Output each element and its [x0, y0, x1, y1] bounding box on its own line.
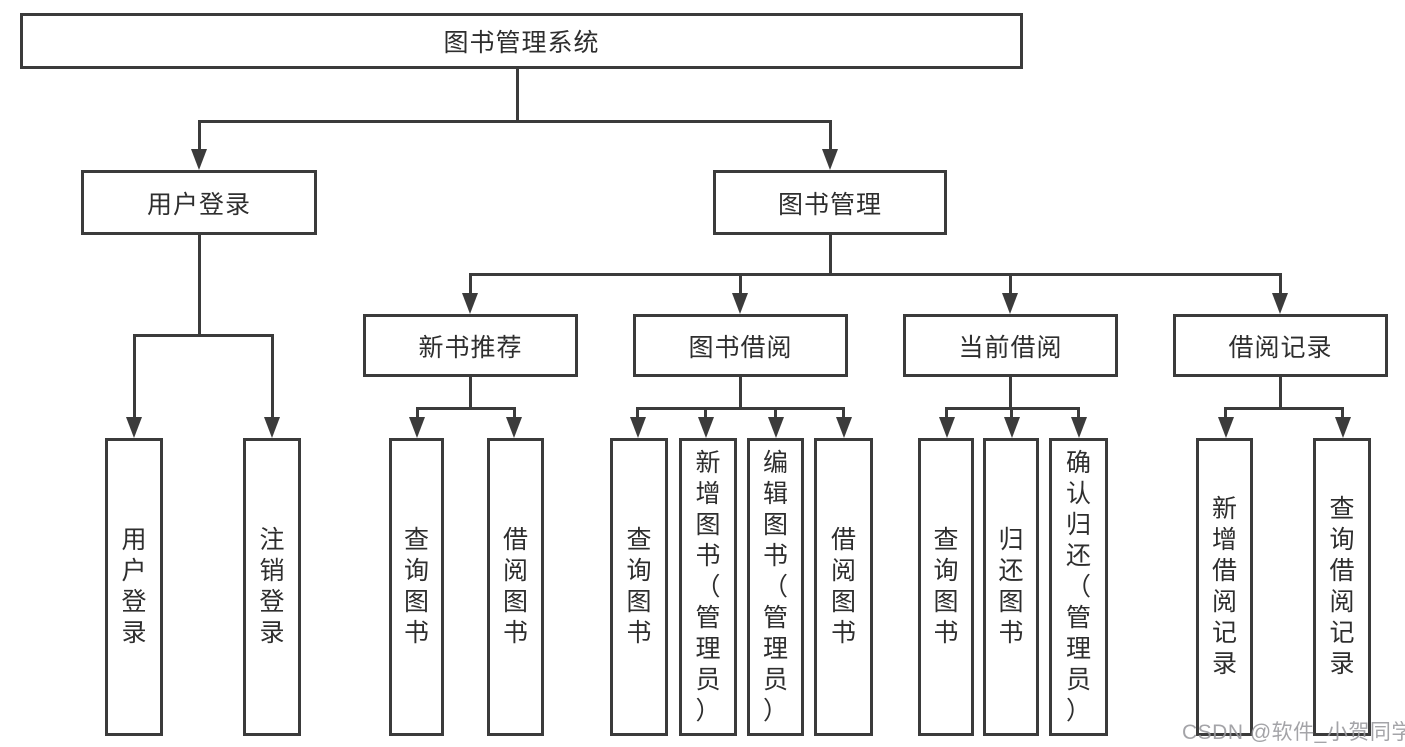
arrowhead-down [264, 417, 280, 438]
node-new-book-recommendation: 新书推荐 [363, 314, 578, 377]
leaf-query-books-current: 查询图书 [918, 438, 974, 736]
node-label: 新增图书（管理员） [695, 448, 721, 725]
connector-vline [1279, 273, 1282, 294]
node-book-management: 图书管理 [713, 170, 947, 235]
node-label: 查询图书 [403, 526, 429, 647]
node-label: 借阅图书 [830, 526, 856, 647]
arrowhead-down [939, 417, 955, 438]
node-user-login: 用户登录 [81, 170, 317, 235]
arrowhead-down [1002, 293, 1018, 314]
arrowhead-down [836, 417, 852, 438]
connector-vline [829, 235, 832, 273]
arrowhead-down [126, 417, 142, 438]
connector-vline [842, 407, 845, 419]
node-label: 注销登录 [259, 526, 285, 647]
connector-hline [416, 407, 515, 410]
arrowhead-down [506, 417, 522, 438]
connector-vline [513, 407, 516, 419]
connector-vline [469, 377, 472, 407]
node-book-borrowing: 图书借阅 [633, 314, 848, 377]
connector-vline [636, 407, 639, 419]
connector-vline [945, 407, 948, 419]
leaf-return-books: 归还图书 [983, 438, 1039, 736]
connector-hline [469, 273, 1282, 276]
leaf-borrow-books-recommend: 借阅图书 [487, 438, 544, 736]
node-label: 用户登录 [146, 190, 251, 219]
arrowhead-down [822, 149, 838, 170]
node-label: 查询借阅记录 [1329, 495, 1355, 678]
node-label: 图书管理 [777, 190, 882, 219]
node-label: 用户登录 [121, 526, 147, 647]
connector-vline [198, 235, 201, 334]
arrowhead-down [732, 293, 748, 314]
leaf-query-books-borrowing: 查询图书 [610, 438, 668, 736]
arrowhead-down [1272, 293, 1288, 314]
connector-vline [704, 407, 707, 419]
connector-vline [271, 334, 274, 418]
leaf-confirm-return-admin: 确认归还（管理员） [1049, 438, 1108, 736]
arrowhead-down [768, 417, 784, 438]
node-label: 新书推荐 [418, 333, 523, 362]
arrowhead-down [1071, 417, 1087, 438]
connector-vline [1279, 377, 1282, 407]
connector-vline [1009, 377, 1012, 407]
leaf-add-books-admin: 新增图书（管理员） [679, 438, 737, 736]
node-borrowing-records: 借阅记录 [1173, 314, 1388, 377]
node-label: 借阅记录 [1228, 333, 1333, 362]
leaf-user-login: 用户登录 [105, 438, 163, 736]
connector-vline [416, 407, 419, 419]
node-current-borrowing: 当前借阅 [903, 314, 1118, 377]
connector-vline [516, 69, 519, 120]
connector-vline [739, 377, 742, 407]
node-library-management-system: 图书管理系统 [20, 13, 1023, 69]
csdn-watermark: CSDN @软件_小贺同学 [1182, 721, 1405, 744]
connector-vline [739, 273, 742, 294]
connector-vline [774, 407, 777, 419]
connector-vline [198, 120, 201, 150]
node-label: 新增借阅记录 [1211, 495, 1237, 678]
leaf-borrow-books: 借阅图书 [814, 438, 873, 736]
arrowhead-down [1335, 417, 1351, 438]
connector-hline [1224, 407, 1343, 410]
leaf-edit-books-admin: 编辑图书（管理员） [747, 438, 804, 736]
connector-hline [133, 334, 274, 337]
node-label: 当前借阅 [958, 333, 1063, 362]
connector-vline [1224, 407, 1227, 419]
arrowhead-down [698, 417, 714, 438]
connector-hline [198, 120, 832, 123]
node-label: 查询图书 [626, 526, 652, 647]
node-label: 确认归还（管理员） [1065, 448, 1091, 725]
arrowhead-down [191, 149, 207, 170]
node-label: 借阅图书 [502, 526, 528, 647]
arrowhead-down [462, 293, 478, 314]
connector-vline [133, 334, 136, 418]
leaf-add-borrow-record: 新增借阅记录 [1196, 438, 1253, 736]
connector-hline [636, 407, 845, 410]
arrowhead-down [630, 417, 646, 438]
arrowhead-down [1218, 417, 1234, 438]
node-label: 图书借阅 [688, 333, 793, 362]
connector-vline [829, 120, 832, 150]
node-label: 归还图书 [998, 526, 1024, 647]
leaf-query-borrow-record: 查询借阅记录 [1313, 438, 1371, 736]
connector-vline [1009, 273, 1012, 294]
arrowhead-down [409, 417, 425, 438]
connector-vline [1010, 407, 1013, 419]
node-label: 编辑图书（管理员） [762, 448, 788, 725]
leaf-logout: 注销登录 [243, 438, 301, 736]
connector-vline [469, 273, 472, 294]
connector-vline [1341, 407, 1344, 419]
leaf-query-books-recommend: 查询图书 [389, 438, 444, 736]
connector-vline [1077, 407, 1080, 419]
arrowhead-down [1004, 417, 1020, 438]
node-label: 图书管理系统 [443, 29, 600, 57]
node-label: 查询图书 [933, 526, 959, 647]
